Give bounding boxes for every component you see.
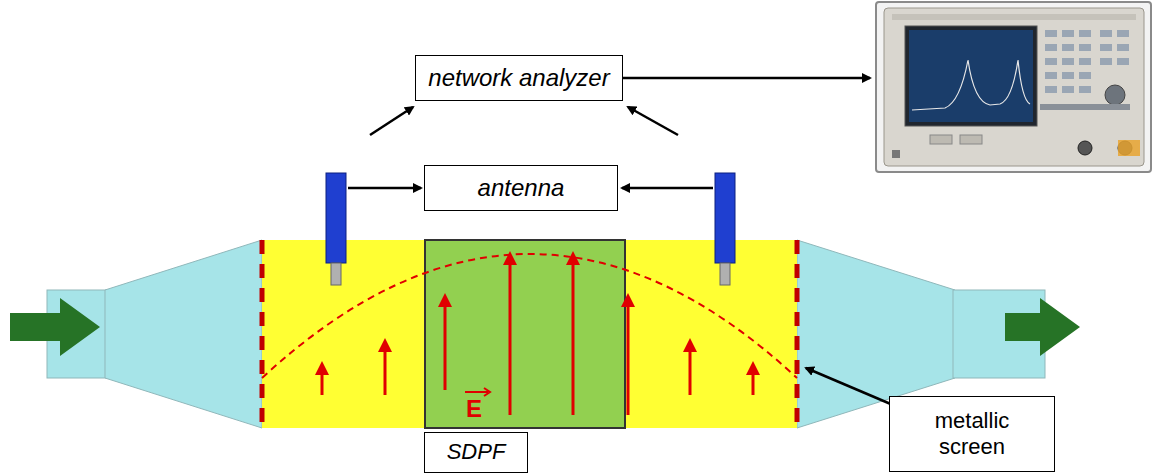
metallic-screen-line: [795, 240, 800, 428]
network-analyzer-photo: [876, 2, 1151, 172]
node-text: SDPF: [447, 439, 506, 465]
callout-box: metallic screen: [889, 396, 1055, 472]
flow-arrow: [1005, 298, 1080, 356]
antenna-post: [715, 173, 735, 263]
field-profile: [262, 254, 797, 378]
e-field-arrows: [322, 258, 753, 415]
component-box: antenna: [424, 165, 618, 211]
flow-arrow: [10, 298, 100, 356]
antenna-probe: [331, 263, 341, 285]
metallic-screen-line: [260, 240, 265, 428]
signal-arrows: [348, 78, 893, 405]
sdpf-block: [425, 240, 625, 428]
vector-arrow: [465, 391, 488, 393]
inlet-cone: [105, 240, 262, 428]
antenna-post: [326, 173, 346, 263]
component-box: SDPF: [424, 432, 528, 473]
field-symbol: E: [466, 397, 482, 421]
node-text: antenna: [478, 174, 565, 203]
antenna-probe: [720, 263, 730, 285]
node-text: metallic screen: [902, 408, 1042, 461]
instrument-box: network analyzer: [415, 55, 623, 101]
node-text: network analyzer: [428, 64, 609, 93]
vector-arrow: [484, 388, 490, 396]
resonant-cavity: [262, 240, 797, 428]
